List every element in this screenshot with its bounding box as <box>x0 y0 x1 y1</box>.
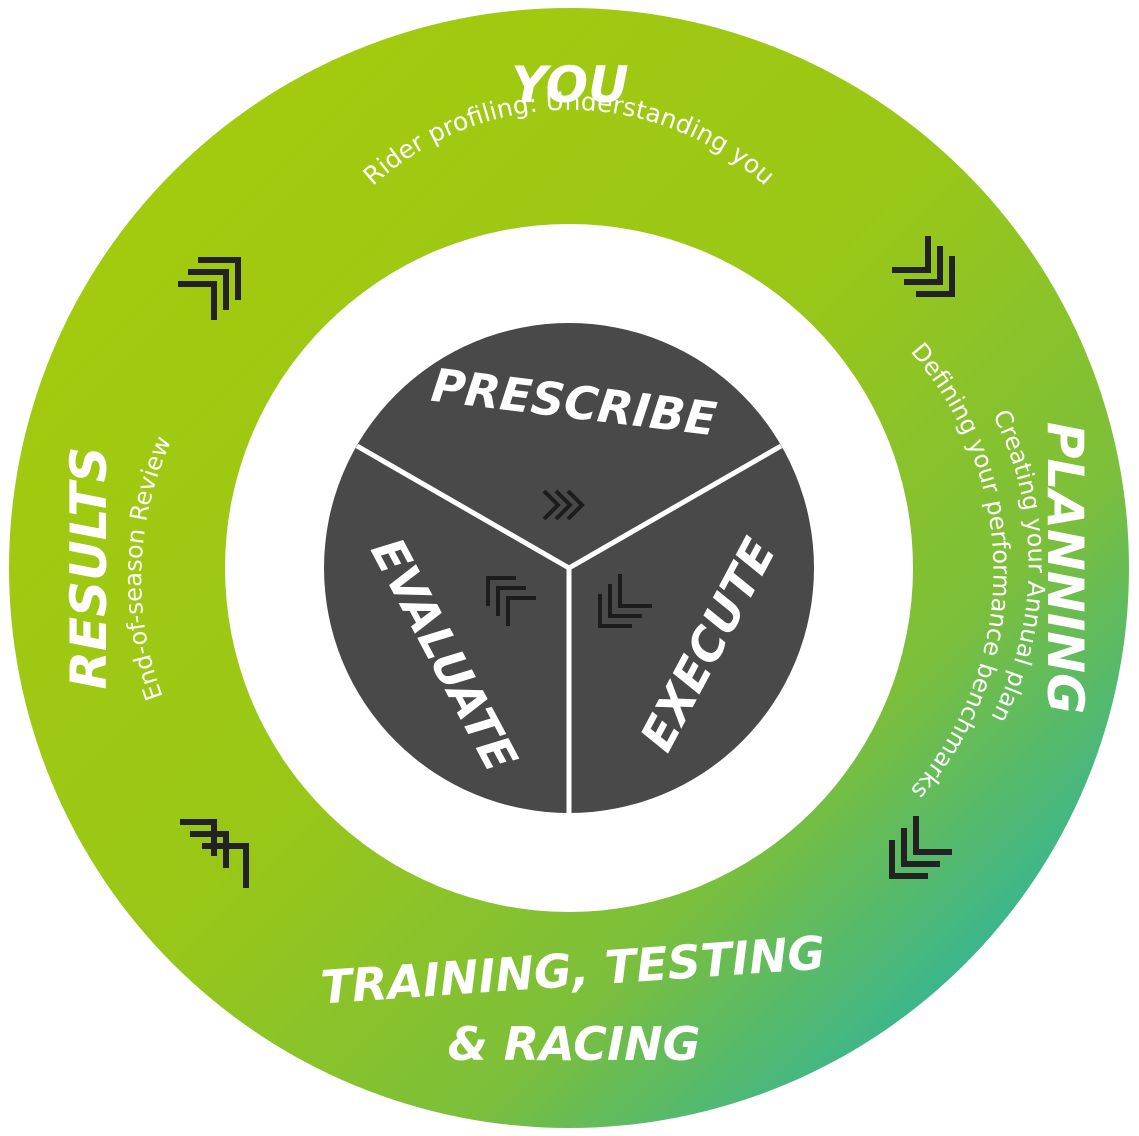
chevron-top-right-icon <box>892 236 955 297</box>
planning-title: PLANNING <box>1036 422 1094 714</box>
center-chevron-prescribe-icon <box>542 489 585 521</box>
divider-right <box>567 443 783 571</box>
chevron-bottom-left-icon <box>180 819 249 888</box>
center-chevron-evaluate-icon <box>486 576 536 626</box>
you-title: YOU <box>511 56 629 114</box>
training-title-line-2: & RACING <box>448 1017 701 1071</box>
center-cycle: PRESCRIBE EXECUTE EVALUATE <box>324 323 814 814</box>
divider-left <box>355 443 571 571</box>
chevron-bottom-right-icon <box>889 816 952 879</box>
center-chevron-execute-icon <box>598 574 652 628</box>
results-title: RESULTS <box>60 447 118 690</box>
chevron-top-left-icon <box>178 257 241 320</box>
